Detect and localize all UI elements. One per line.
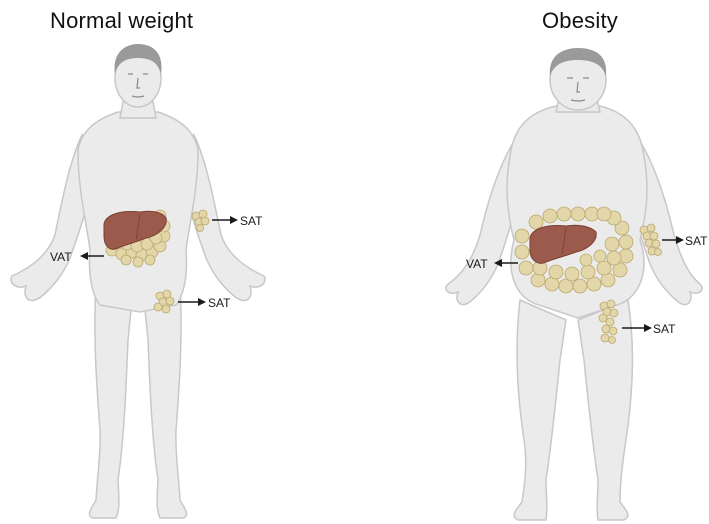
normal-vat-label: VAT bbox=[50, 250, 72, 264]
normal-sat-thigh-label: SAT bbox=[208, 296, 231, 310]
normal-right-leg bbox=[144, 285, 187, 518]
obese-sat-arm-label: SAT bbox=[685, 234, 708, 248]
obese-sat-thigh-label: SAT bbox=[653, 322, 676, 336]
normal-figure: VAT SAT SAT bbox=[11, 44, 265, 518]
normal-left-leg bbox=[89, 285, 132, 518]
normal-sat-arm-label: SAT bbox=[240, 214, 263, 228]
obese-left-leg bbox=[514, 300, 566, 520]
obese-figure: VAT SAT SAT bbox=[446, 48, 708, 520]
obese-vat-label: VAT bbox=[466, 257, 488, 271]
